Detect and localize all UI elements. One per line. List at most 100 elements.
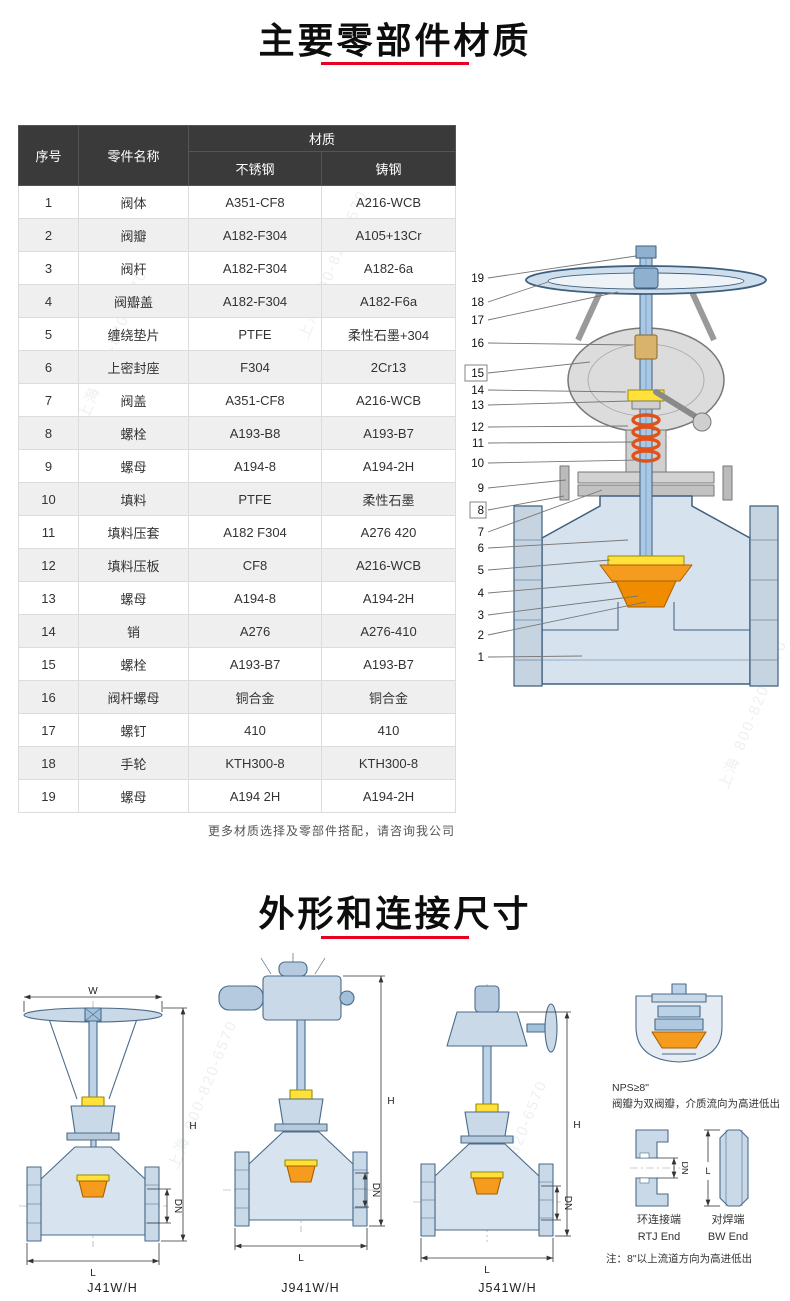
cell-cs: A194-2H bbox=[320, 779, 457, 813]
callout: 3 bbox=[478, 610, 484, 622]
cell-no: 12 bbox=[18, 548, 79, 582]
cell-part: 阀瓣 bbox=[78, 218, 189, 252]
valve-outline bbox=[218, 953, 368, 1227]
bonnet bbox=[464, 1111, 510, 1137]
cell-ss: A351-CF8 bbox=[188, 383, 322, 417]
callout-numbers: 19 18 17 16 15 14 13 12 11 10 9 8 7 6 5 … bbox=[471, 273, 484, 664]
header-cast: 铸钢 bbox=[320, 151, 457, 186]
cell-part: 上密封座 bbox=[78, 350, 189, 384]
cell-part: 缠绕垫片 bbox=[78, 317, 189, 351]
valve-outline bbox=[420, 985, 558, 1237]
cell-part: 螺母 bbox=[78, 779, 189, 813]
cell-no: 13 bbox=[18, 581, 79, 615]
cell-cs: A193-B7 bbox=[320, 647, 457, 681]
valve-outline bbox=[23, 1007, 163, 1242]
title-underline bbox=[321, 62, 469, 65]
side-handwheel bbox=[544, 1003, 558, 1053]
stem-nut bbox=[634, 334, 658, 360]
bolt bbox=[722, 465, 733, 501]
rtj-end-label: 环连接端 RTJ End bbox=[622, 1212, 696, 1245]
dim-label-dn: DN bbox=[680, 1162, 688, 1175]
cell-ss: A193-B7 bbox=[188, 647, 322, 681]
cell-no: 3 bbox=[18, 251, 79, 285]
callout: 8 bbox=[478, 505, 484, 517]
dimension-lines bbox=[23, 994, 187, 1265]
bonnet bbox=[70, 1105, 116, 1134]
rtj-label-cn: 环连接端 bbox=[637, 1214, 681, 1226]
cell-cs: KTH300-8 bbox=[320, 746, 457, 780]
cell-ss: 铜合金 bbox=[188, 680, 322, 714]
nps-note: NPS≥8" 阀瓣为双阀瓣，介质流向为高进低出 bbox=[612, 1080, 790, 1113]
right-flange bbox=[749, 505, 779, 687]
cell-cs: A182-F6a bbox=[320, 284, 457, 318]
double-disc-detail bbox=[622, 982, 737, 1072]
packing bbox=[81, 1096, 105, 1107]
cell-cs: 2Cr13 bbox=[320, 350, 457, 384]
cell-cs: A216-WCB bbox=[320, 383, 457, 417]
cell-part: 填料 bbox=[78, 482, 189, 516]
cell-no: 9 bbox=[18, 449, 79, 483]
callout: 16 bbox=[471, 338, 484, 350]
dim-label-dn: DN bbox=[370, 1183, 381, 1197]
disc bbox=[615, 580, 677, 608]
valve-parts bbox=[513, 245, 779, 687]
drawing-j41: W H DN L bbox=[15, 985, 210, 1280]
disc bbox=[472, 1177, 502, 1195]
callout: 6 bbox=[478, 543, 484, 555]
cell-cs: A276-410 bbox=[320, 614, 457, 648]
gearbox bbox=[446, 1011, 528, 1047]
section2-title: 外形和连接尺寸 bbox=[258, 893, 532, 934]
dimension-labels: W H DN L bbox=[88, 986, 196, 1279]
disc bbox=[286, 1165, 316, 1183]
dim-label-l: L bbox=[90, 1268, 96, 1279]
cell-part: 阀瓣盖 bbox=[78, 284, 189, 318]
section1-title: 主要零部件材质 bbox=[258, 20, 532, 61]
dim-label-h: H bbox=[387, 1096, 394, 1107]
cell-no: 2 bbox=[18, 218, 79, 252]
cell-part: 阀体 bbox=[78, 185, 189, 219]
table-header-row: 序号 零件名称 材质 bbox=[18, 125, 457, 186]
cell-ss: A193-B8 bbox=[188, 416, 322, 450]
cell-part: 填料压套 bbox=[78, 515, 189, 549]
rtj-end-drawing: DN bbox=[630, 1122, 688, 1214]
callout: 12 bbox=[471, 422, 484, 434]
cell-cs: A276 420 bbox=[320, 515, 457, 549]
cell-cs: 柔性石墨 bbox=[320, 482, 457, 516]
cell-part: 螺母 bbox=[78, 581, 189, 615]
callout: 19 bbox=[471, 273, 484, 285]
disc bbox=[78, 1180, 108, 1198]
cell-no: 14 bbox=[18, 614, 79, 648]
cell-ss: CF8 bbox=[188, 548, 322, 582]
table-subheader-row: 不锈钢 铸钢 bbox=[19, 151, 457, 186]
dim-label-dn: DN bbox=[172, 1199, 183, 1213]
dim-label-w: W bbox=[88, 986, 98, 997]
dim-label-h: H bbox=[189, 1121, 196, 1132]
title-underline bbox=[321, 936, 469, 939]
bw-end-label: 对焊端 BW End bbox=[698, 1212, 758, 1245]
header-part: 零件名称 bbox=[78, 125, 189, 186]
bolt bbox=[559, 465, 570, 501]
actuator-box bbox=[262, 975, 342, 1021]
cell-ss: A351-CF8 bbox=[188, 185, 322, 219]
rtj-label-en: RTJ End bbox=[637, 1230, 681, 1243]
cell-ss: KTH300-8 bbox=[188, 746, 322, 780]
cell-no: 7 bbox=[18, 383, 79, 417]
callout: 1 bbox=[478, 652, 484, 664]
callout-box-15 bbox=[464, 364, 488, 382]
callout: 14 bbox=[471, 385, 484, 397]
valve-diagram-wrap: 19 18 17 16 15 14 13 12 11 10 9 8 7 6 5 … bbox=[450, 240, 790, 712]
cell-part: 螺栓 bbox=[78, 416, 189, 450]
cell-no: 16 bbox=[18, 680, 79, 714]
bonnet bbox=[278, 1098, 324, 1125]
nps-note-line1: NPS≥8" bbox=[612, 1082, 649, 1094]
cell-ss: A194 2H bbox=[188, 779, 322, 813]
cell-ss: A182-F304 bbox=[188, 218, 322, 252]
cell-part: 阀盖 bbox=[78, 383, 189, 417]
